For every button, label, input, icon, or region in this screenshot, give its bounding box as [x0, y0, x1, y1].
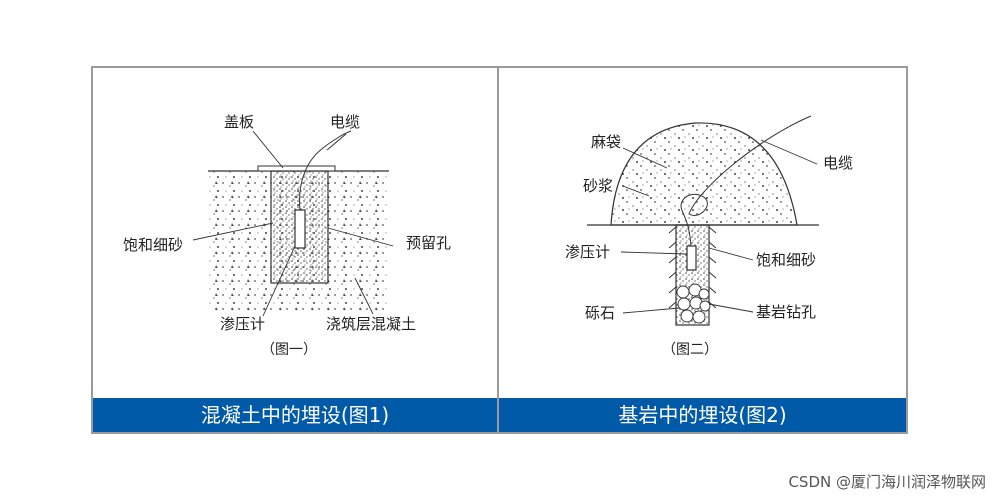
- label-saturated-sand: 饱和细砂: [123, 236, 183, 254]
- cover-plate: [257, 165, 336, 172]
- label-mortar: 砂浆: [583, 177, 613, 195]
- figure-right-panel: 麻袋 电缆 砂浆 渗压计 饱和细砂 砾石 基岩钻孔 （图二） 基岩中的埋设(图2…: [497, 66, 908, 434]
- label-concrete: 浇筑层混凝土: [326, 315, 416, 333]
- label-gravel: 砾石: [585, 304, 615, 322]
- label-piezometer: 渗压计: [220, 315, 265, 333]
- figure-left-panel: 盖板 电缆 饱和细砂 预留孔 渗压计 浇筑层混凝土 （图一） 混凝土中的埋设(图…: [91, 66, 499, 434]
- figure-number: （图一）: [261, 342, 317, 358]
- mortar-dome: [610, 122, 798, 226]
- watermark: CSDN @厦门海川润泽物联网: [788, 473, 986, 491]
- figure-caption: 基岩中的埋设(图2): [499, 398, 906, 432]
- figure-number: （图二）: [662, 342, 718, 358]
- cable: [680, 115, 812, 247]
- gravel: [676, 283, 711, 324]
- piezometer: [686, 245, 697, 271]
- cable: [299, 130, 352, 211]
- label-cover: 盖板: [224, 113, 254, 131]
- label-reserved-hole: 预留孔: [406, 234, 451, 252]
- bedrock-embedding-diagram: 麻袋 电缆 砂浆 渗压计 饱和细砂 砾石 基岩钻孔 （图二）: [565, 115, 853, 358]
- label-cable: 电缆: [823, 154, 853, 172]
- label-borehole: 基岩钻孔: [756, 303, 816, 321]
- label-saturated-sand: 饱和细砂: [756, 251, 816, 269]
- figure-caption: 混凝土中的埋设(图1): [93, 398, 497, 432]
- label-piezometer: 渗压计: [565, 243, 610, 261]
- concrete-embedding-diagram: 盖板 电缆 饱和细砂 预留孔 渗压计 浇筑层混凝土 （图一）: [123, 113, 451, 358]
- piezometer: [294, 209, 306, 249]
- label-bag: 麻袋: [591, 133, 621, 151]
- label-cable: 电缆: [330, 113, 360, 131]
